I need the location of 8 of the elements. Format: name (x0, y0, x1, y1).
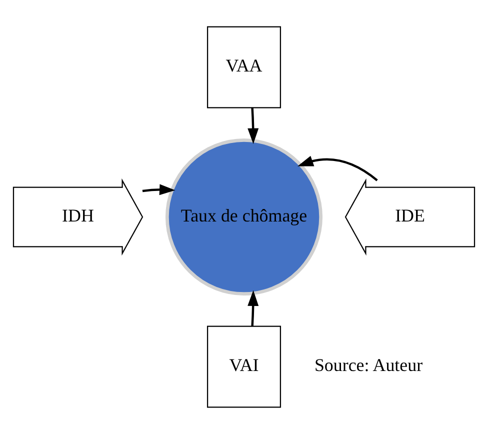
arrow (142, 184, 175, 196)
node-box: VAI (206, 326, 281, 408)
arrow (247, 108, 258, 144)
arrow (297, 156, 378, 182)
node-circle: Taux de chômage (164, 138, 322, 296)
label: Source: Auteur (314, 355, 422, 376)
arrow (247, 290, 258, 326)
node-box: VAA (206, 26, 281, 108)
